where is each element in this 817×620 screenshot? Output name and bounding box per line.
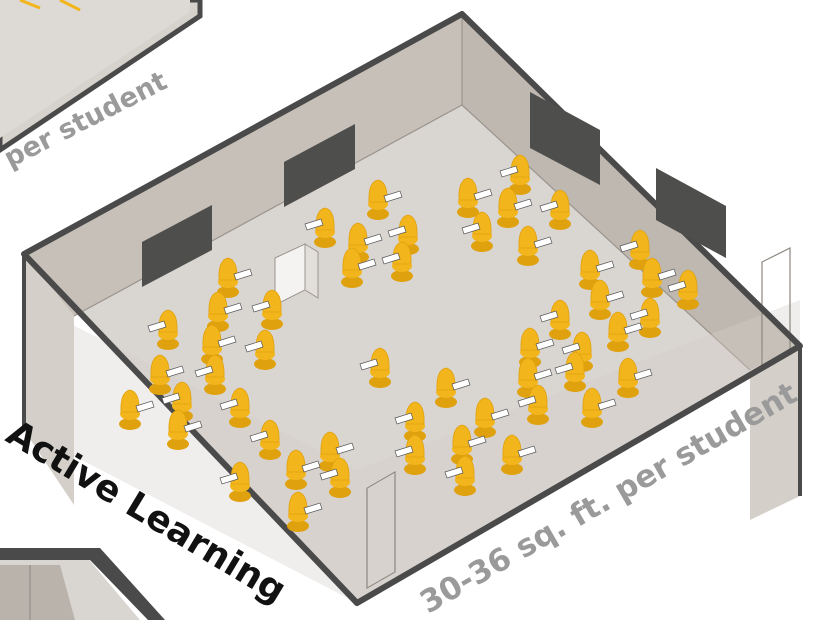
chair [517, 225, 553, 266]
chair [319, 457, 351, 498]
chair [319, 431, 355, 472]
chair [607, 311, 643, 352]
chair [517, 384, 549, 425]
whiteboard-4 [656, 168, 726, 258]
chair [367, 179, 403, 220]
adjacent-room-bottom-left [0, 548, 165, 620]
chair [499, 154, 531, 195]
storage-cabinet [274, 243, 319, 306]
chair [619, 229, 651, 270]
chair [394, 434, 426, 475]
chair [539, 299, 571, 340]
back-wall-left [24, 14, 462, 316]
side-wall-right [750, 346, 800, 520]
whiteboard-1 [142, 205, 212, 287]
chair [667, 269, 699, 310]
whiteboard-3 [530, 92, 600, 185]
chair [497, 187, 533, 228]
chair [589, 279, 625, 320]
chair [219, 461, 251, 502]
chair [457, 177, 493, 218]
chair [461, 211, 493, 252]
chair [167, 409, 203, 450]
chair [285, 449, 321, 490]
chair [119, 389, 155, 430]
chair [474, 397, 510, 438]
chair [287, 491, 323, 532]
chair [581, 387, 617, 428]
chair [304, 207, 336, 248]
chair [435, 367, 471, 408]
chair [251, 289, 283, 330]
room [21, 11, 803, 606]
chair [629, 297, 661, 338]
chair [539, 189, 571, 230]
side-wall-left [24, 254, 74, 505]
chair [244, 329, 276, 370]
front-wall-left [24, 300, 357, 603]
chair [501, 434, 537, 475]
front-wall-right [357, 300, 800, 603]
chair [147, 309, 179, 350]
chair [359, 347, 391, 388]
whiteboards [142, 92, 726, 287]
chair [617, 357, 653, 398]
door-front [366, 471, 396, 590]
chair [641, 257, 677, 298]
chair [249, 419, 281, 460]
whiteboard-2 [284, 124, 355, 207]
chair [219, 387, 251, 428]
chair [381, 241, 413, 282]
chair [554, 351, 586, 392]
chair [217, 257, 253, 298]
student-chairs [119, 154, 699, 532]
chair [194, 354, 226, 395]
chair [444, 455, 476, 496]
chair [341, 247, 377, 288]
chair [149, 354, 185, 395]
adjacent-room-top-left [0, 0, 203, 154]
